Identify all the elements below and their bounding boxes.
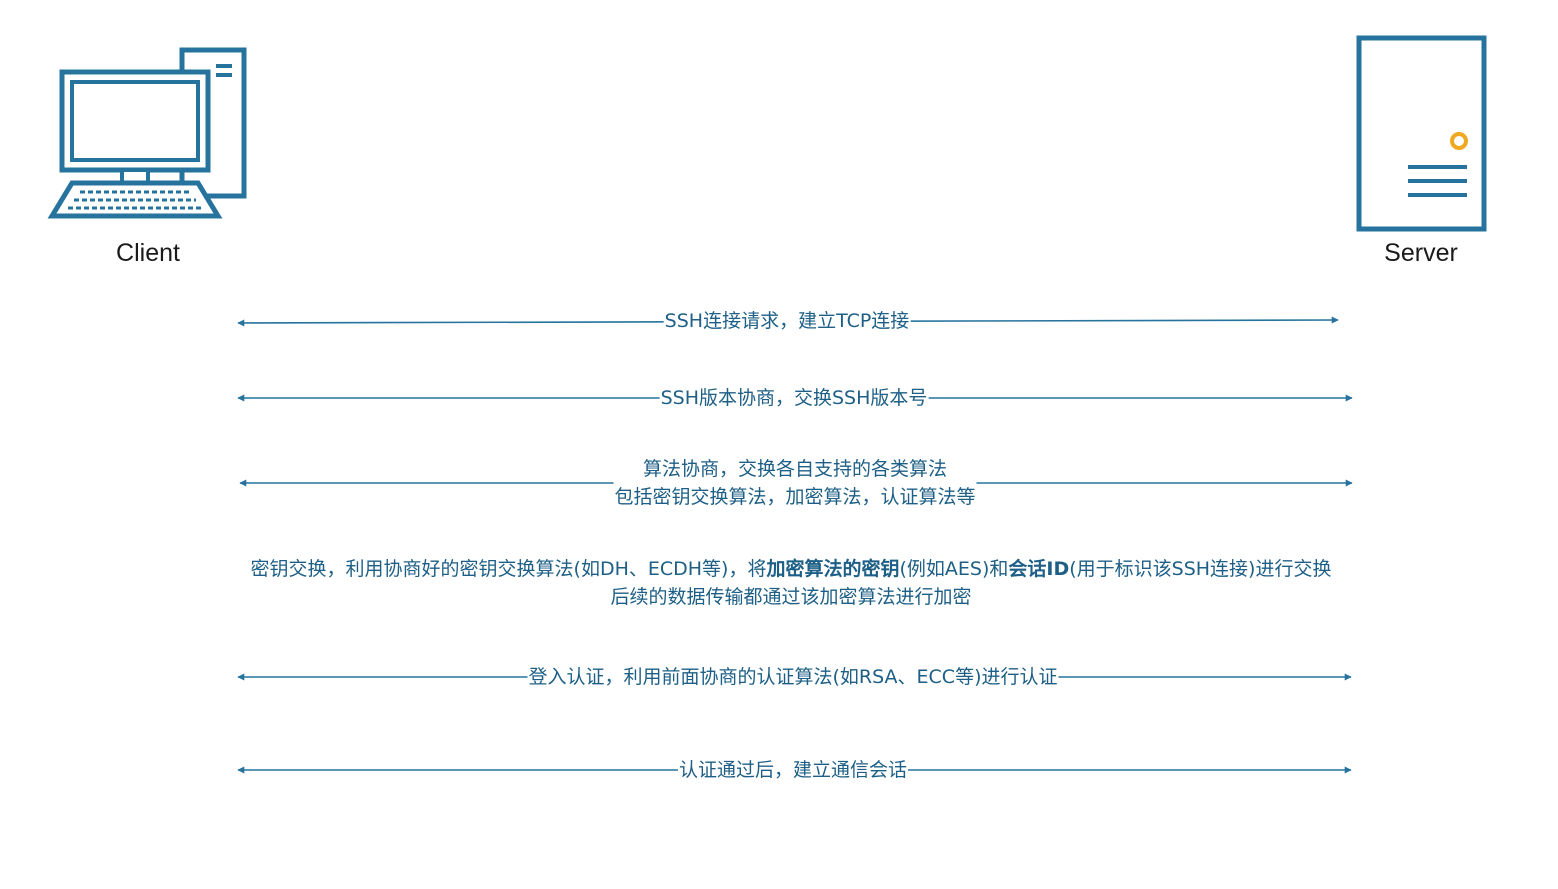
desktop-computer-icon [47,47,247,219]
step3-line2: 包括密钥交换算法，加密算法，认证算法等 [614,486,976,508]
step3-line1: 算法协商，交换各自支持的各类算法 [642,458,948,480]
step1-text: SSH连接请求，建立TCP连接 [664,310,910,332]
step1-message: SSH连接请求，建立TCP连接 [663,307,911,335]
step4-line2: 后续的数据传输都通过该加密算法进行加密 [610,586,972,608]
step5-text: 登入认证，利用前面协商的认证算法(如RSA、ECC等)进行认证 [528,666,1058,688]
step3-message: 算法协商，交换各自支持的各类算法 包括密钥交换算法，加密算法，认证算法等 [613,455,977,511]
step2-message: SSH版本协商，交换SSH版本号 [659,384,929,412]
server-label: Server [1384,239,1458,267]
step4-encryption-key: 加密算法的密钥 [766,558,900,580]
step4-line1-e: (用于标识该SSH连接)进行交换 [1069,558,1332,580]
step4-line1-a: 密钥交换，利用协商好的密钥交换算法(如DH、ECDH等)，将 [250,558,767,580]
client-label: Client [116,239,180,267]
step6-message: 认证通过后，建立通信会话 [677,756,909,784]
step4-message: 密钥交换，利用协商好的密钥交换算法(如DH、ECDH等)，将加密算法的密钥(例如… [249,555,1333,611]
server-tower-icon [1356,35,1487,232]
step2-text: SSH版本协商，交换SSH版本号 [660,387,928,409]
step6-text: 认证通过后，建立通信会话 [678,759,908,781]
step5-message: 登入认证，利用前面协商的认证算法(如RSA、ECC等)进行认证 [527,663,1059,691]
step4-session-id: 会话ID [1008,558,1070,580]
step4-line1-c: (例如AES)和 [899,558,1009,580]
step4-line1: 密钥交换，利用协商好的密钥交换算法(如DH、ECDH等)，将加密算法的密钥(例如… [251,555,1332,583]
